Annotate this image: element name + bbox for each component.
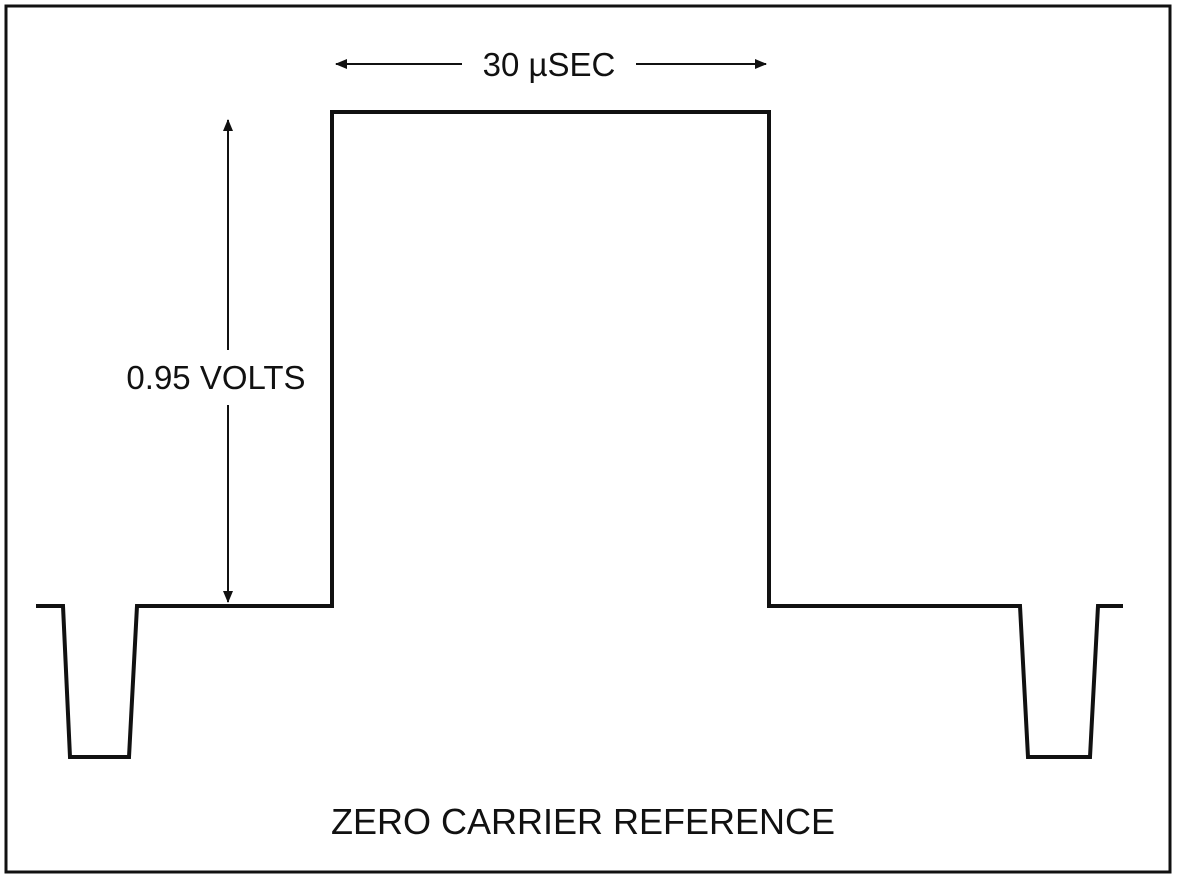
amplitude-label: 0.95 VOLTS [126, 359, 305, 396]
reference-label: ZERO CARRIER REFERENCE [331, 801, 835, 842]
pulse-width-label: 30 µSEC [483, 46, 616, 83]
diagram-frame [4, 4, 1172, 874]
waveform-trace [36, 110, 1123, 759]
